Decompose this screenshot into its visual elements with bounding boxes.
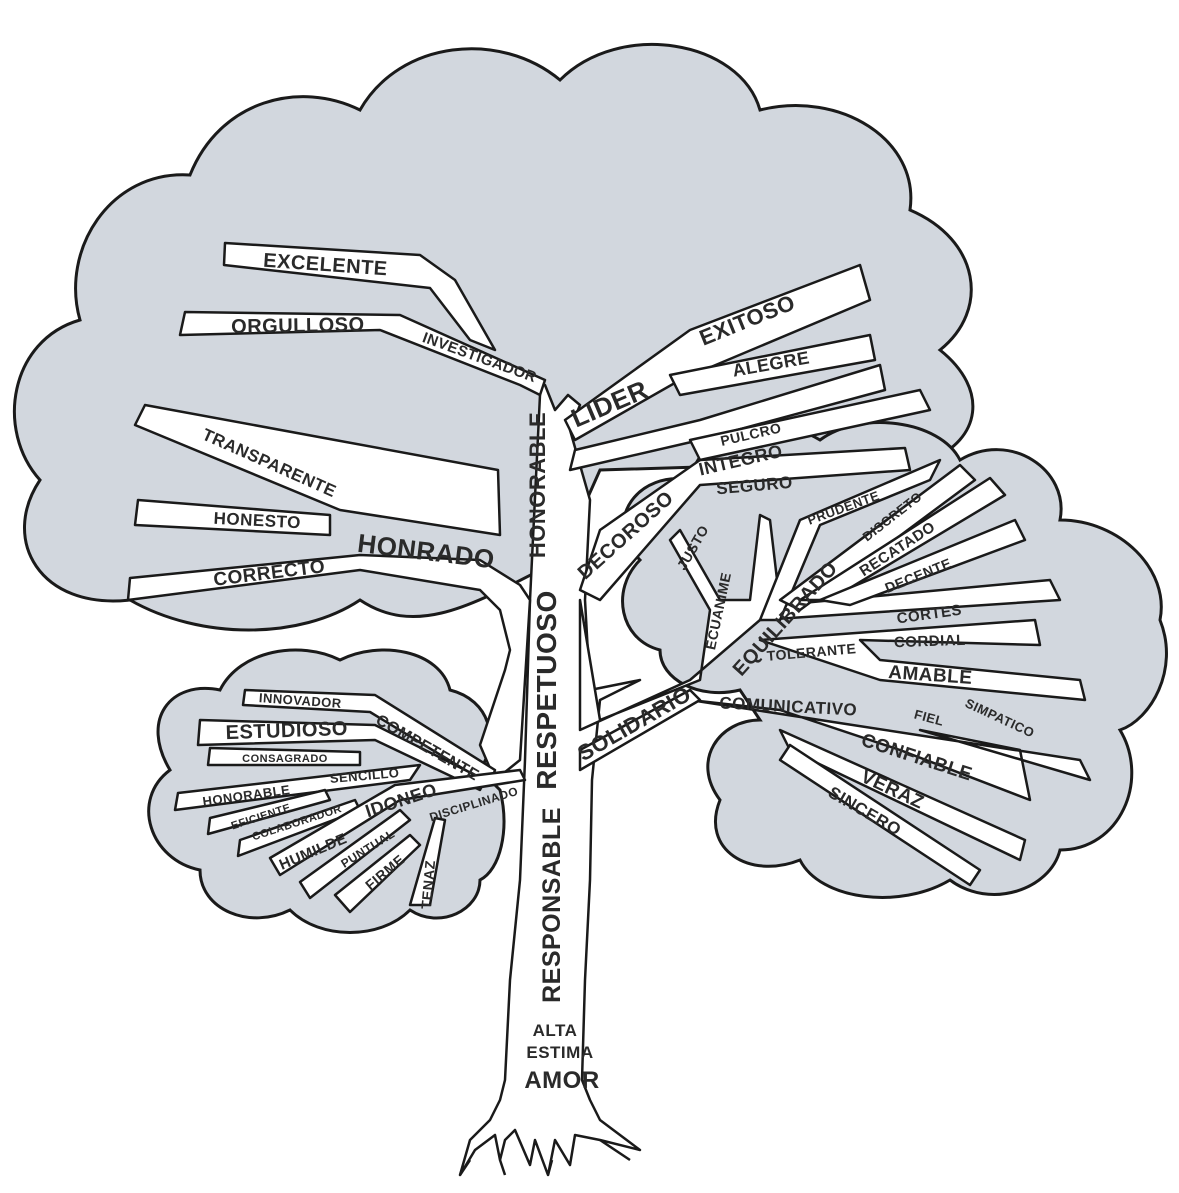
label-honorable-trunk: HONORABLE bbox=[525, 412, 550, 558]
label-respetuoso: RESPETUOSO bbox=[531, 590, 562, 789]
label-estudioso: ESTUDIOSO bbox=[225, 718, 348, 744]
label-responsable: RESPONSABLE bbox=[538, 807, 566, 1003]
label-cordial: CORDIAL bbox=[894, 632, 966, 651]
label-alta: ALTA bbox=[533, 1021, 578, 1040]
label-orgulloso: ORGULLOSO bbox=[231, 314, 365, 338]
label-estima: ESTIMA bbox=[526, 1043, 593, 1062]
label-consagrado: CONSAGRADO bbox=[242, 753, 328, 765]
label-amor: AMOR bbox=[524, 1067, 599, 1094]
